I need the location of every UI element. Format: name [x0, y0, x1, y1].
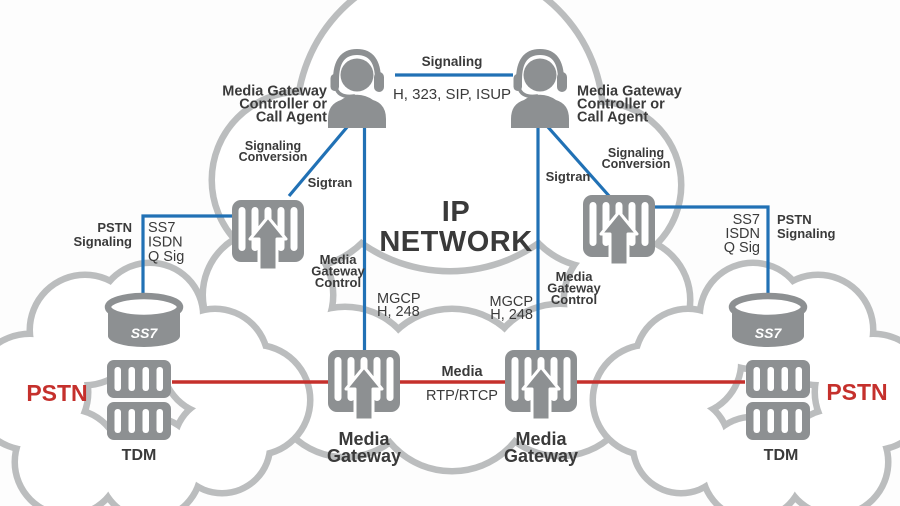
mg-left-line2: Gateway: [327, 446, 401, 466]
mgctl-right-line1: Media: [556, 269, 594, 284]
pstn-label-left: PSTN: [26, 380, 87, 406]
mgctl-left-line2: Gateway: [311, 264, 365, 279]
call-agent-icon-left: [328, 52, 386, 128]
pstn-sig-left-line1: PSTN: [97, 220, 132, 235]
mgctl-right-line3: Control: [551, 292, 597, 307]
signaling-gateway-icon-left: [230, 198, 306, 272]
media-gateway-icon-right: [503, 348, 579, 422]
call-agent-icon-right: [511, 52, 569, 128]
media-gateway-icon-left: [326, 348, 402, 422]
sigconv-right-line1: Signaling: [608, 146, 664, 160]
mgc-right-line2: Controller or: [577, 97, 665, 113]
mgc-left-line3: Call Agent: [256, 110, 327, 126]
mgc-right-line3: Call Agent: [577, 110, 648, 126]
mgctl-right-line2: Gateway: [547, 281, 601, 296]
sigtran-link-left: [287, 124, 350, 198]
mgcp-left-line1: MGCP: [377, 291, 421, 307]
pstn-sig-left-line2: Signaling: [74, 234, 133, 249]
mg-right-line2: Gateway: [504, 446, 578, 466]
media-gateway-control-label-right: Media Gateway Control: [547, 269, 601, 307]
media-gateway-control-label-left: Media Gateway Control: [311, 252, 365, 290]
mgc-label-right: Media Gateway Controller or Call Agent: [577, 84, 682, 126]
sigconv-right-line2: Conversion: [602, 157, 671, 171]
mgc-label-left: Media Gateway Controller or Call Agent: [222, 84, 327, 126]
mgcp-right-line1: MGCP: [490, 294, 534, 310]
mgcp-left-line2: H, 248: [377, 304, 420, 320]
pstn-signaling-link-right: [655, 205, 770, 297]
ip-network-line1: IP: [442, 196, 470, 228]
sigconv-left-line1: Signaling: [245, 139, 301, 153]
media-gateway-label-left: Media Gateway: [327, 429, 401, 466]
tdm-label-left: TDM: [122, 447, 157, 464]
ss7-database-label-left: SS7: [131, 325, 159, 341]
protocols-right-line3: Q Sig: [724, 240, 760, 256]
signaling-conversion-label-right: Signaling Conversion: [602, 146, 671, 171]
mg-left-line1: Media: [338, 429, 390, 449]
protocols-right-line2: ISDN: [725, 226, 760, 242]
mgctl-left-line3: Control: [315, 275, 361, 290]
tdm-label-right: TDM: [764, 447, 799, 464]
mgc-right-line1: Media Gateway: [577, 84, 682, 100]
protocols-right-line1: SS7: [733, 212, 760, 228]
mgc-left-line1: Media Gateway: [222, 84, 327, 100]
pstn-protocols-label-right: SS7 ISDN Q Sig: [724, 212, 760, 256]
protocols-left-line1: SS7: [148, 220, 175, 236]
mg-right-line1: Media: [515, 429, 567, 449]
ip-network-line2: NETWORK: [379, 226, 532, 258]
signaling-protocols-label: H, 323, SIP, ISUP: [393, 86, 511, 103]
ip-network-title: IP NETWORK: [379, 196, 532, 258]
pstn-signaling-label-left: PSTN Signaling: [74, 220, 133, 249]
pstn-sig-right-line2: Signaling: [777, 226, 836, 241]
protocols-left-line2: ISDN: [148, 235, 183, 251]
sigconv-left-line2: Conversion: [239, 150, 308, 164]
signaling-top-label: Signaling: [422, 54, 483, 69]
media-gateway-label-right: Media Gateway: [504, 429, 578, 466]
pstn-signaling-label-right: PSTN Signaling: [777, 212, 836, 241]
signaling-links: [141, 73, 770, 350]
pstn-protocols-label-left: SS7 ISDN Q Sig: [148, 220, 184, 265]
signaling-conversion-label-left: Signaling Conversion: [239, 139, 308, 164]
pstn-label-right: PSTN: [826, 379, 887, 405]
sigtran-label-right: Sigtran: [546, 169, 591, 184]
signaling-gateway-icon-right: [581, 193, 657, 267]
sigtran-label-left: Sigtran: [308, 175, 353, 190]
mgcp-label-left: MGCP H, 248: [377, 291, 421, 320]
mgcp-right-line2: H, 248: [490, 307, 533, 323]
pstn-sig-right-line1: PSTN: [777, 212, 812, 227]
media-label: Media: [441, 364, 483, 380]
pstn-signaling-link-left: [141, 214, 232, 297]
mgcp-label-right: MGCP H, 248: [490, 294, 534, 323]
mgc-left-line2: Controller or: [239, 97, 327, 113]
ss7-database-label-right: SS7: [755, 325, 783, 341]
protocols-left-line3: Q Sig: [148, 249, 184, 265]
mgctl-left-line1: Media: [320, 252, 358, 267]
rtp-rtcp-label: RTP/RTCP: [426, 388, 498, 404]
sigtran-link-right: [545, 124, 612, 199]
